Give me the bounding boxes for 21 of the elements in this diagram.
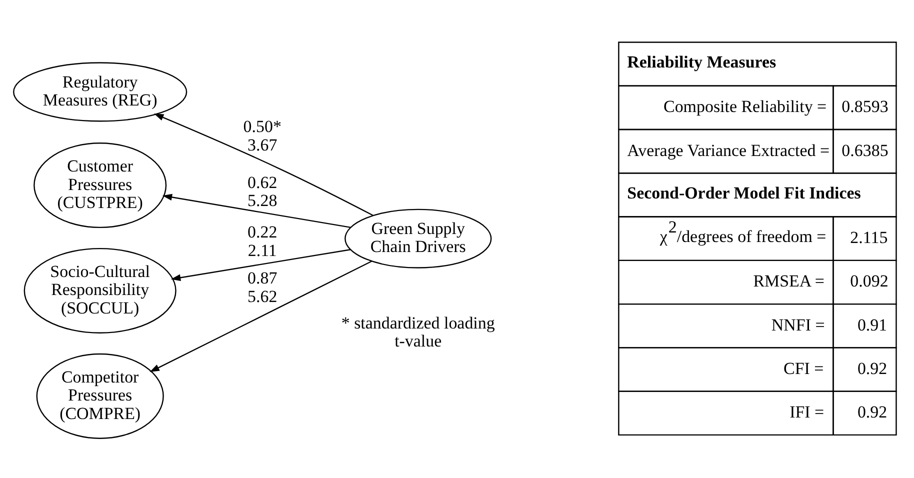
label: CFI =	[784, 358, 824, 378]
label: 0.91	[857, 315, 888, 334]
label: * standardized loading	[341, 314, 495, 333]
label: 0.8593	[842, 97, 888, 116]
label: NNFI =	[771, 315, 825, 334]
label: Composite Reliability =	[664, 97, 827, 116]
edge-label: 0.50* 3.67	[243, 117, 282, 154]
edge-label: 0.87 5.62	[248, 268, 278, 306]
label: t-value	[394, 332, 442, 351]
label: 0.6385	[842, 140, 888, 160]
label: 0.92	[857, 402, 888, 422]
label: Second-Order Model Fit Indices	[627, 183, 861, 202]
label: 0.92	[857, 358, 888, 378]
label: 2.115	[850, 228, 888, 248]
label: Reliability Measures	[627, 52, 776, 72]
edge-label: 0.62 5.28	[248, 172, 278, 210]
label: Average Variance Extracted =	[627, 140, 830, 160]
label: RMSEA =	[753, 272, 825, 291]
label: 0.092	[850, 272, 888, 291]
label: IFI =	[790, 402, 824, 422]
edge-label: 0.22 2.11	[248, 222, 278, 260]
